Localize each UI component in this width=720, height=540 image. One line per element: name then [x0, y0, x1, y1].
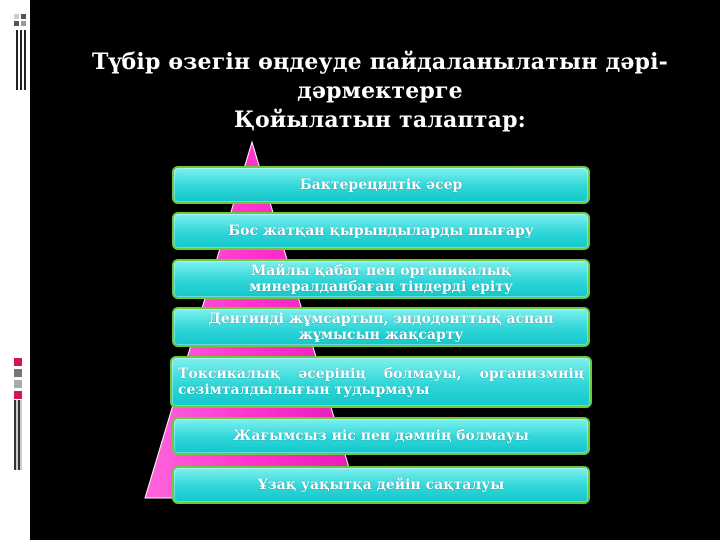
title-line-1: Түбір өзегін өңдеуде пайдаланылатын дәрі… [92, 49, 668, 75]
requirement-text-5: Токсикалық әсерінің болмауы, организмнің… [178, 366, 584, 398]
decor-squares-bottom [14, 358, 26, 402]
requirement-box-2: Бос жатқан қырындыларды шығару [172, 212, 590, 250]
requirement-text-1: Бактерецидтік әсер [299, 177, 463, 193]
requirement-box-5: Токсикалық әсерінің болмауы, организмнің… [170, 356, 592, 408]
requirement-text-2: Бос жатқан қырындыларды шығару [228, 223, 534, 239]
title-line-3: Қойылатын талаптар: [233, 107, 527, 133]
requirement-box-4: Дентинді жұмсартып, эндодонттық аспап жұ… [172, 307, 590, 347]
decor-squares-top [14, 14, 26, 28]
requirement-text-4: Дентинді жұмсартып, эндодонттық аспап жұ… [208, 311, 554, 343]
requirement-box-7: Ұзақ уақытқа дейін сақталуы [172, 466, 590, 504]
decor-stripes-top [16, 30, 28, 90]
title-line-2: дәрмектерге [297, 78, 463, 104]
requirement-box-6: Жағымсыз иіс пен дәмнің болмауы [172, 417, 590, 455]
requirement-text-6: Жағымсыз иіс пен дәмнің болмауы [233, 428, 529, 444]
requirement-box-3: Майлы қабат пен органикалық минералданба… [172, 259, 590, 299]
requirement-text-3: Майлы қабат пен органикалық минералданба… [249, 263, 513, 295]
requirement-text-7: Ұзақ уақытқа дейін сақталуы [257, 477, 505, 493]
decor-stripes-bottom [14, 400, 26, 470]
slide-title: Түбір өзегін өңдеуде пайдаланылатын дәрі… [60, 48, 700, 135]
requirement-box-1: Бактерецидтік әсер [172, 166, 590, 204]
